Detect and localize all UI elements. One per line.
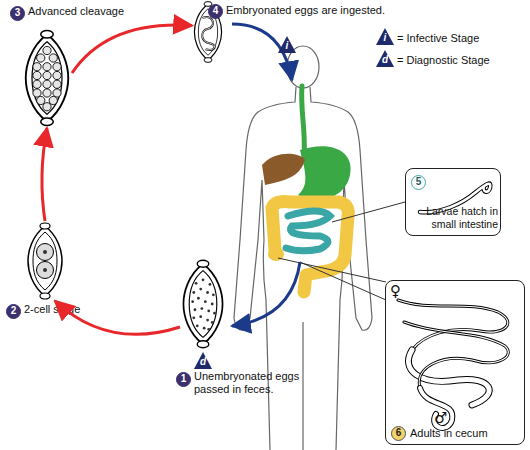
sex-symbol: ♀ <box>390 283 401 299</box>
digestive-tract <box>262 86 351 292</box>
callout-number: 2 <box>6 304 21 319</box>
stage-letter: d <box>376 54 394 66</box>
egg-unembryonated <box>183 260 222 347</box>
cycle-arrow <box>72 25 192 73</box>
legend-entry: = Diagnostic Stage <box>397 54 490 67</box>
egg-two-cell <box>28 223 62 299</box>
egg-morula <box>26 31 69 126</box>
stage-box: 6 Adults in cecum <box>385 280 525 445</box>
triangle-fill <box>376 50 394 67</box>
legend-text: = Diagnostic Stage <box>397 54 490 66</box>
stage-caption: Adults in cecum <box>410 427 488 440</box>
stage-triangle: d <box>376 50 394 67</box>
callout-number: 4 <box>208 4 223 19</box>
stage-caption: Advanced cleavage <box>28 5 124 18</box>
callout-number: 5 <box>411 175 426 190</box>
stage-egg: 3Advanced cleavage <box>22 28 72 128</box>
sex-symbol: ♂ <box>434 410 447 426</box>
stage-egg: 4Embryonated eggs are ingested. <box>192 0 224 64</box>
stage-box: 5Larvae hatch in small intestine <box>405 168 501 236</box>
triangle-fill <box>376 28 394 45</box>
callout-number: 6 <box>391 426 406 441</box>
cycle-arrow <box>55 301 180 334</box>
adult-worms <box>398 300 508 428</box>
triangle-fill <box>194 352 212 369</box>
stage-letter: i <box>278 40 296 52</box>
stage-letter: d <box>194 356 212 368</box>
stage-caption: Unembryonated eggs passed in feces. <box>194 370 306 396</box>
stage-caption: Embryonated eggs are ingested. <box>226 4 385 17</box>
triangle-fill <box>278 36 296 53</box>
stage-triangle: i <box>376 28 394 45</box>
stage-letter: i <box>376 32 394 44</box>
stage-triangle: d <box>194 352 212 369</box>
stage-caption: Larvae hatch in small intestine <box>418 205 498 231</box>
stage-triangle: i <box>278 36 296 53</box>
callout-number: 3 <box>10 6 25 21</box>
blue-arrow <box>232 24 300 326</box>
stage-egg: 22-cell stage <box>25 221 65 301</box>
cycle-arrow <box>42 128 47 221</box>
legend-text: = Infective Stage <box>397 32 479 44</box>
stage-egg: 1Unembryonated eggs passed in feces. <box>180 258 226 350</box>
legend-entry: = Infective Stage <box>397 32 479 45</box>
callout-number: 1 <box>176 372 191 387</box>
